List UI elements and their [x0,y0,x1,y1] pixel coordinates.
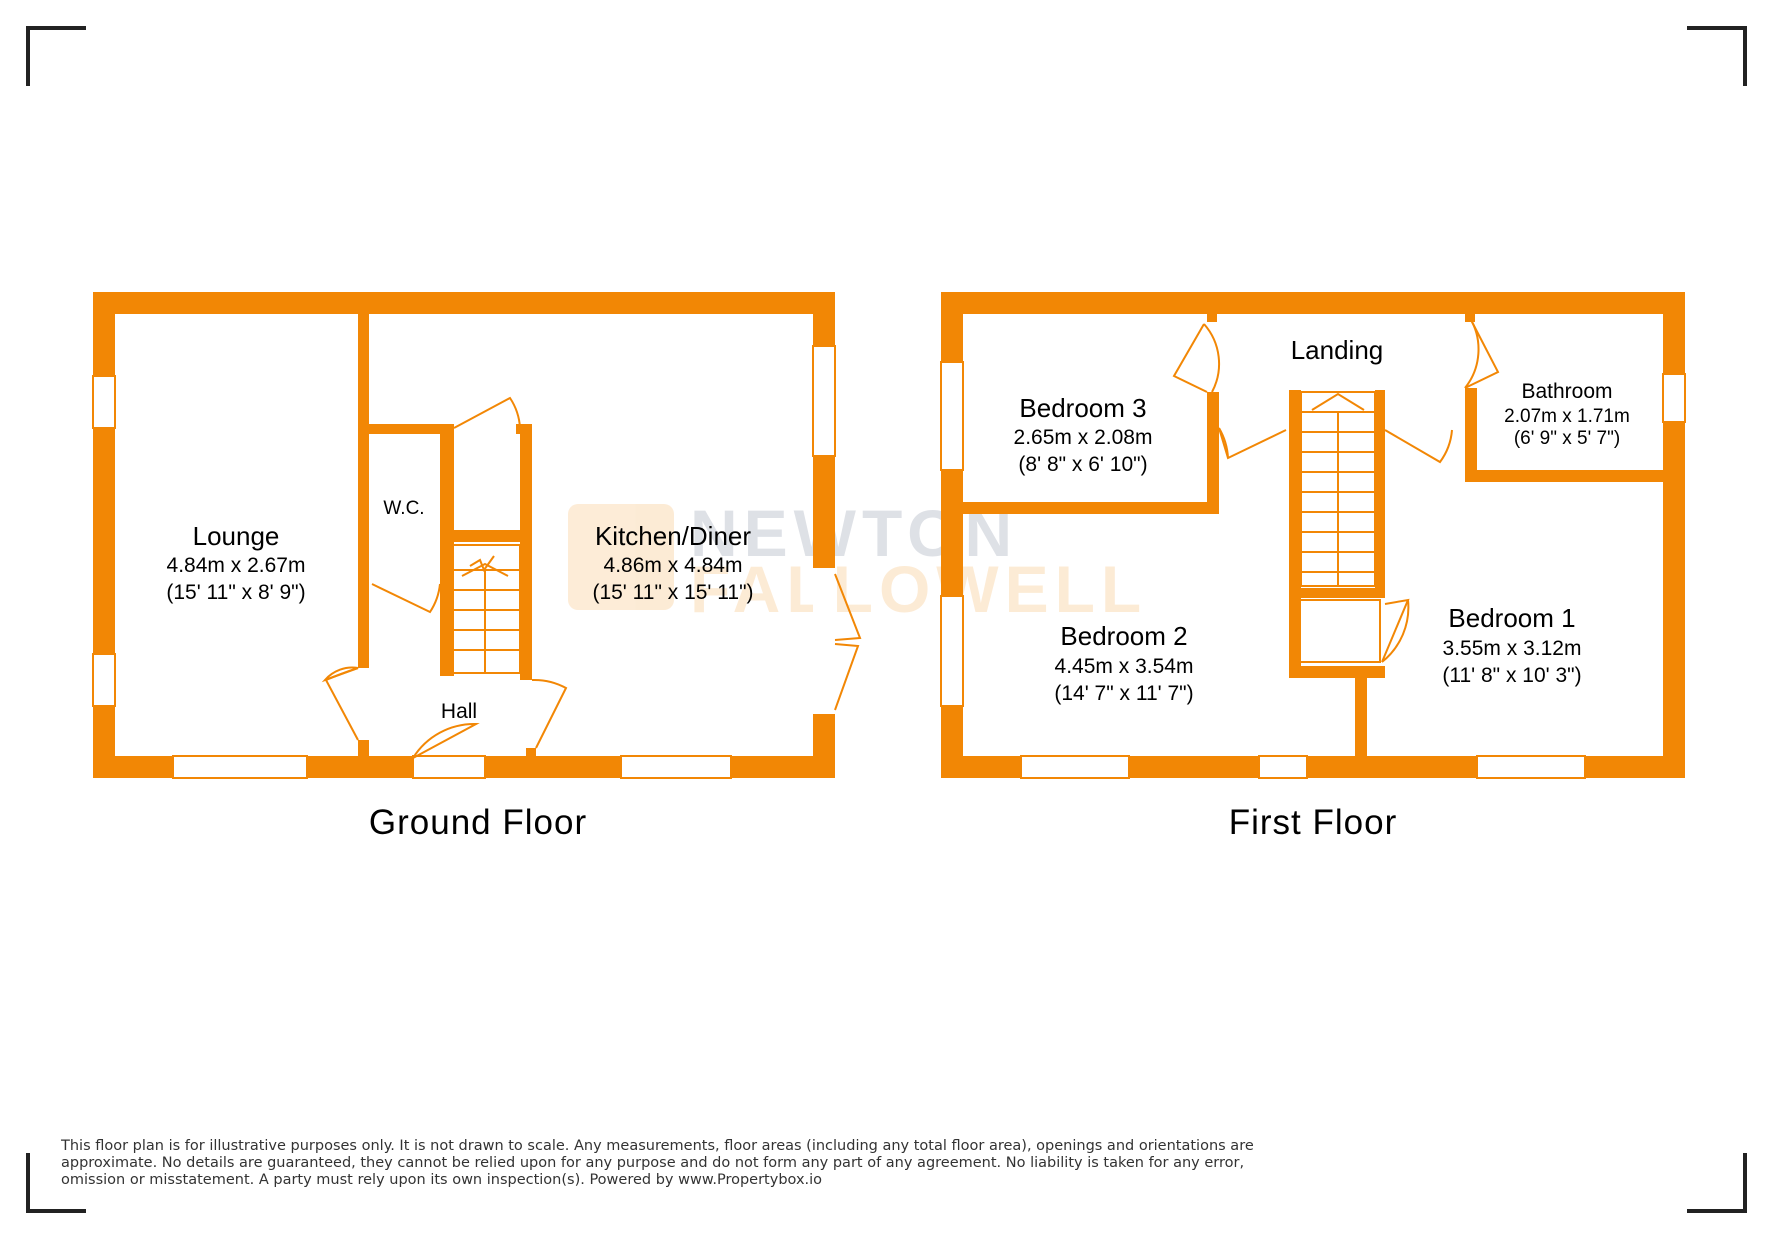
room-label-bedroom-2: Bedroom 2 [1060,621,1187,651]
ff-wall-bath-left [1465,388,1477,480]
crop-mark-top-right [1687,26,1747,86]
crop-marks [26,26,1747,1213]
ff-door-cupboard-arc [1381,599,1410,663]
gf-stair-break-line [469,555,495,573]
disclaimer-text: This floor plan is for illustrative purp… [61,1138,1254,1188]
gf-wall-wc-right [440,424,454,676]
room-label-bathroom: Bathroom [1521,380,1612,403]
ff-staircase [1300,391,1376,587]
ff-wall-stair-bottom [1289,588,1385,598]
room-dims-imperial-bedroom-1: (11' 8" x 10' 3") [1442,664,1581,687]
ff-wall-bed-divider [1355,666,1367,764]
ff-wall-stair-right [1375,390,1385,598]
gf-door-patio-lower [834,643,860,711]
gf-window-kitchen-bottom [620,755,732,779]
ff-wall-right [1663,292,1685,778]
room-dims-metric-kitchen-diner: 4.86m x 4.84m [604,554,743,577]
gf-wall-lounge-divider [358,292,369,668]
room-label-lounge: Lounge [193,521,280,551]
gf-patio-door-opening [813,568,835,714]
ff-window-bed3-left [940,361,964,471]
room-label-wc: W.C. [383,498,424,519]
room-label-kitchen-diner: Kitchen/Diner [595,521,751,551]
ff-door-bathroom [1464,317,1500,389]
ff-window-bed2-left [940,595,964,707]
gf-stair-direction-arrow [461,562,509,577]
room-label-bedroom-1: Bedroom 1 [1448,603,1575,633]
ff-door-landing-left [1218,427,1287,460]
gf-window-kitchen-right [812,345,836,457]
gf-door-hall-left [324,667,359,741]
gf-window-lounge-bottom [172,755,308,779]
gf-wall-stair-top [440,530,532,542]
crop-mark-top-left [26,26,86,86]
room-dims-metric-bedroom-3: 2.65m x 2.08m [1014,426,1153,449]
ff-wall-stair-left [1289,390,1301,678]
floor-title-ground: Ground Floor [369,803,587,842]
ground-floor-plan: Lounge 4.84m x 2.67m (15' 11" x 8' 9") W… [92,292,862,779]
gf-door-wc [371,583,441,614]
gf-door-cupboard [453,396,521,429]
room-dims-metric-bedroom-1: 3.55m x 3.12m [1443,637,1582,660]
ff-door-bathroom-arc [1464,317,1480,389]
ff-wall-top [941,292,1685,314]
room-dims-imperial-lounge: (15' 11" x 8' 9") [166,581,305,604]
gf-wall-top [93,292,835,314]
gf-wall-lounge-divider-low [358,740,369,760]
ff-door-bed3 [1172,323,1208,393]
watermark-text-line2: FALLOWELL [690,552,1147,626]
ff-window-landing-bottom [1258,755,1308,779]
room-label-bedroom-3: Bedroom 3 [1019,393,1146,423]
watermark-emblem-icon [568,504,674,610]
room-label-hall: Hall [441,700,477,723]
gf-wall-wc-top [358,424,454,434]
ff-wall-bed3-right-stub [1207,314,1217,322]
gf-window-lounge-left-lower [92,653,116,707]
room-dims-imperial-bedroom-3: (8' 8" x 6' 10") [1018,453,1147,476]
room-dims-metric-bathroom: 2.07m x 1.71m [1504,406,1630,427]
crop-mark-bottom-left [26,1153,86,1213]
ff-window-bed2-bottom [1020,755,1130,779]
ff-window-bed1-bottom [1476,755,1586,779]
gf-window-lounge-left-upper [92,375,116,429]
room-dims-metric-lounge: 4.84m x 2.67m [167,554,306,577]
crop-mark-bottom-right [1687,1153,1747,1213]
ff-door-bed1 [1384,429,1453,464]
ff-stair-direction-arrow [1311,392,1365,411]
gf-door-front [410,722,480,761]
room-label-landing: Landing [1291,335,1384,365]
ff-wall-bed3-bottom [941,502,1217,514]
gf-door-kitchen [531,678,568,749]
ff-door-bed3-arc [1203,323,1221,393]
gf-door-patio-upper [834,573,862,641]
ff-door-landing-left-arc [1218,427,1229,459]
room-dims-imperial-kitchen-diner: (15' 11" x 15' 11") [592,581,753,604]
gf-wall-stair-right [520,424,532,680]
ff-window-bathroom-right [1662,373,1686,423]
ff-wall-cupboard-bottom [1289,666,1385,678]
gf-front-door-opening [412,755,486,779]
room-dims-imperial-bedroom-2: (14' 7" x 11' 7") [1054,682,1193,705]
gf-wall-hall-post [526,748,536,760]
room-dims-metric-bedroom-2: 4.45m x 3.54m [1055,655,1194,678]
gf-staircase [449,544,521,674]
floor-title-first: First Floor [1229,803,1398,842]
ff-wall-bath-bottom [1465,470,1685,482]
room-dims-imperial-bathroom: (6' 9" x 5' 7") [1514,428,1620,449]
ff-wall-bed3-right [1207,392,1219,514]
ff-door-cupboard-inner [1301,599,1381,663]
first-floor-plan: Landing Bedroom 3 2.65m x 2.08m (8' 8" x… [940,292,1686,779]
